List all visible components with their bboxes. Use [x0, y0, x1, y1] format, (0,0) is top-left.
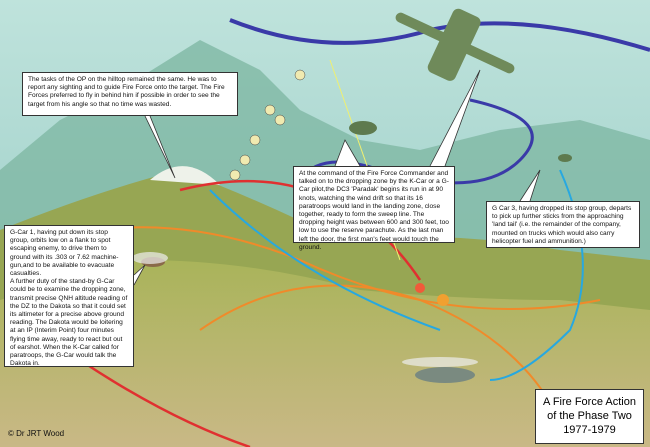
- gcar1-helicopter: [132, 252, 168, 267]
- explosion: [415, 283, 425, 293]
- dakota-aircraft: [395, 8, 515, 81]
- callout-op: The tasks of the OP on the hilltop remai…: [22, 72, 238, 116]
- title-line-3: 1977-1979: [563, 424, 616, 436]
- callout-gcar3-text: G Car 3, having dropped its stop group, …: [492, 205, 632, 245]
- callout-gcar3: G Car 3, having dropped its stop group, …: [486, 201, 640, 248]
- callout-gcar1-text-b: A further duty of the stand-by G-Car cou…: [10, 278, 128, 368]
- copyright: © Dr JRT Wood: [8, 429, 65, 438]
- title-box: A Fire Force Action of the Phase Two 197…: [535, 389, 644, 444]
- parachutes: [229, 69, 306, 181]
- callout-op-text: The tasks of the OP on the hilltop remai…: [28, 76, 225, 108]
- alouette-helicopter: [402, 357, 478, 383]
- title-line-2: of the Phase Two: [547, 410, 632, 422]
- callout-gcar1-text: G-Car 1, having put down its stop group,…: [10, 229, 119, 278]
- valley: [0, 260, 650, 447]
- kcar-helicopter: [349, 121, 377, 135]
- callout-commander-text: At the command of the Fire Force Command…: [299, 170, 449, 251]
- callout-commander: At the command of the Fire Force Command…: [293, 166, 455, 251]
- gcar3-helicopter: [558, 154, 572, 162]
- hilltop-op: [150, 166, 220, 185]
- callout-gcar1: G-Car 1, having put down its stop group,…: [4, 225, 134, 367]
- explosion: [437, 294, 449, 306]
- title-line-1: A Fire Force Action: [543, 396, 636, 408]
